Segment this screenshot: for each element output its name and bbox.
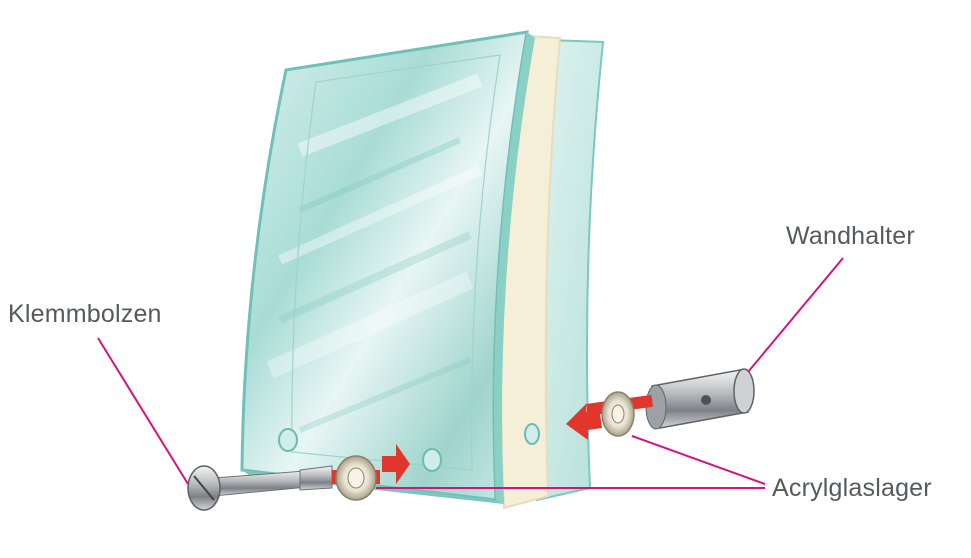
wall-holder — [646, 369, 754, 429]
leader-line-acrylglaslager-right — [632, 436, 765, 484]
leader-line-klemmbolzen — [98, 338, 188, 484]
right-acrylic-bearing — [602, 392, 634, 436]
leader-line-wandhalter — [748, 258, 843, 372]
label-wandhalter: Wandhalter — [786, 222, 915, 251]
rear-pane-hole — [525, 424, 539, 444]
front-glass-pane — [242, 32, 535, 504]
left-acrylic-bearing — [336, 456, 376, 500]
label-klemmbolzen: Klemmbolzen — [8, 300, 162, 329]
label-acrylglaslager: Acrylglaslager — [772, 474, 932, 503]
